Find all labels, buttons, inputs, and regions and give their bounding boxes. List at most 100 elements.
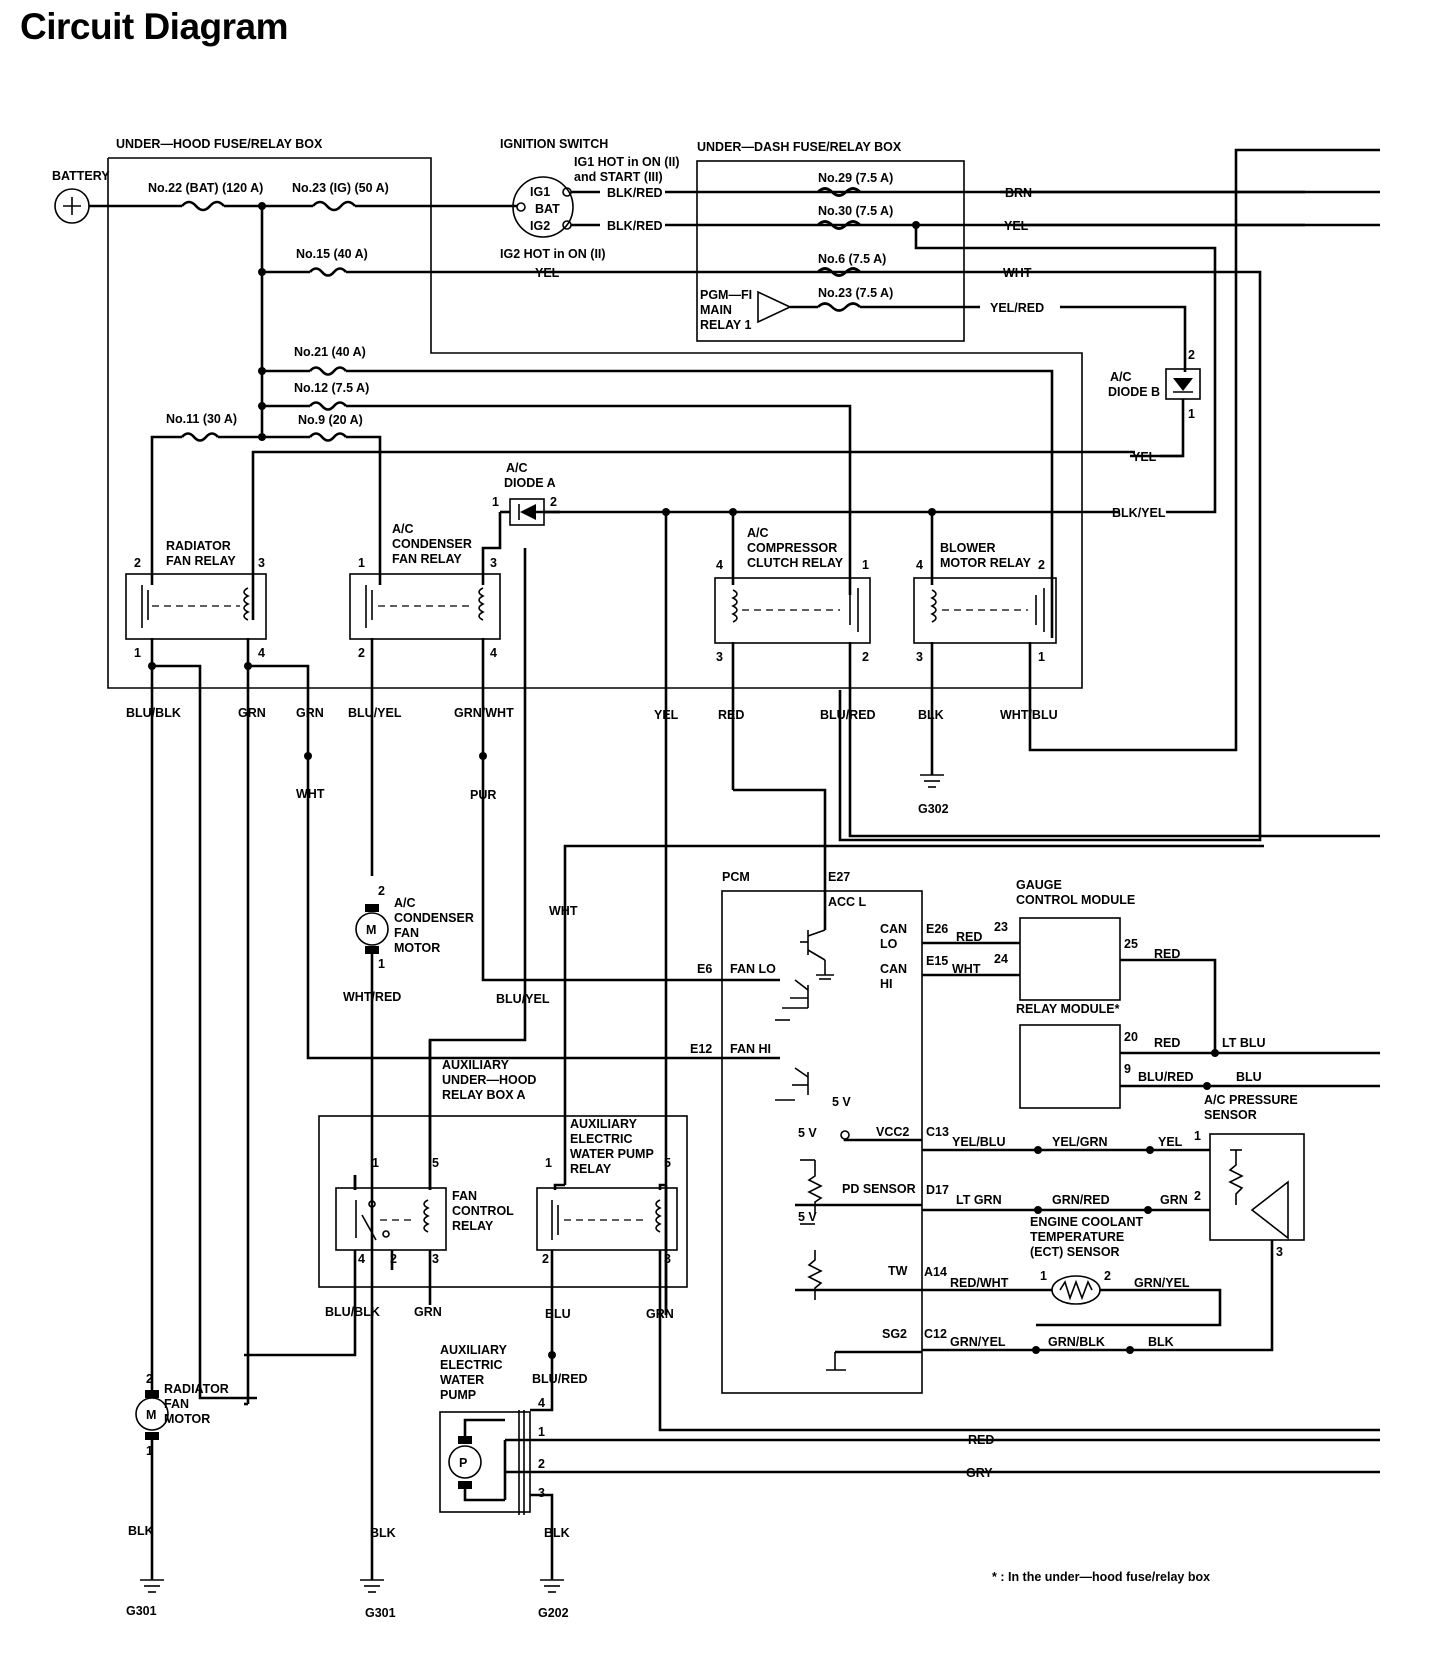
term-a14: A14: [924, 1265, 947, 1279]
ground-g301-a: G301: [126, 1604, 157, 1618]
label-diode-a-2: DIODE A: [504, 476, 556, 490]
label-cond-relay-3: FAN RELAY: [392, 552, 462, 566]
wire-wht-top: WHT: [1003, 266, 1032, 280]
label-5v-c: 5 V: [798, 1210, 817, 1224]
label-fcr-1: FAN: [452, 1189, 477, 1203]
label-acps-2: SENSOR: [1204, 1108, 1257, 1122]
term-awr-1: 1: [545, 1156, 552, 1170]
label-rad-motor-3: MOTOR: [164, 1412, 210, 1426]
term-comp-3: 3: [716, 650, 723, 664]
ac-condenser-fan-motor-symbol: [355, 904, 389, 1475]
label-pump-3: WATER: [440, 1373, 484, 1387]
label-awr-1: AUXILIARY: [570, 1117, 638, 1131]
under-dash-fuse-box-outline: [696, 160, 965, 342]
label-ect-2: TEMPERATURE: [1030, 1230, 1124, 1244]
label-fuse-11: No.11 (30 A): [166, 412, 237, 426]
can-bus-wiring: [922, 941, 1380, 1090]
label-comp-relay-3: CLUTCH RELAY: [747, 556, 844, 570]
wire-red-25: RED: [1154, 947, 1180, 961]
label-ig2: IG2: [530, 219, 550, 233]
label-diode-b-2: DIODE B: [1108, 385, 1160, 399]
radiator-fan-motor-symbol: [135, 1390, 169, 1580]
wire-blk-g301b: BLK: [370, 1526, 396, 1540]
relay-module-outline: [1019, 1024, 1121, 1109]
wire-gry: GRY: [966, 1466, 993, 1480]
term-fcr-3: 3: [432, 1252, 439, 1266]
pcm-outline: [721, 890, 923, 1394]
wire-wht-mid: WHT: [296, 787, 325, 801]
label-fuse-22: No.22 (BAT) (120 A): [148, 181, 263, 195]
wire-blk-red-1: BLK/RED: [607, 186, 663, 200]
wire-grn-wht: GRN/WHT: [454, 706, 514, 720]
term-awr-3: 3: [664, 1252, 671, 1266]
label-fan-hi: FAN HI: [730, 1042, 771, 1056]
label-gauge-2: CONTROL MODULE: [1016, 893, 1135, 907]
term-acps-1: 1: [1194, 1129, 1201, 1143]
term-fcr-2: 2: [390, 1252, 397, 1266]
term-comp-4: 4: [716, 558, 723, 572]
wire-blk-sg2: BLK: [1148, 1335, 1174, 1349]
wire-yel-blu: YEL/BLU: [952, 1135, 1005, 1149]
term-e6: E6: [697, 962, 712, 976]
under-hood-fuse-box-outline: [107, 157, 1083, 689]
term-cond-4: 4: [490, 646, 497, 660]
label-cond-relay-2: CONDENSER: [392, 537, 472, 551]
label-pgm-1: PGM—FI: [700, 288, 752, 302]
label-pump-p: P: [459, 1456, 467, 1470]
label-diode-a-1: A/C: [506, 461, 528, 475]
term-25: 25: [1124, 937, 1138, 951]
wire-grn-1: GRN: [238, 706, 266, 720]
blk-yel-bus: [530, 508, 1120, 1315]
label-motor-m2: M: [146, 1408, 156, 1422]
label-fuse-23d: No.23 (7.5 A): [818, 286, 893, 300]
term-pump-4: 4: [538, 1396, 545, 1410]
label-comp-relay-2: COMPRESSOR: [747, 541, 837, 555]
term-e26: E26: [926, 922, 948, 936]
ac-pressure-sensor-symbol: [1228, 1149, 1289, 1240]
pgm-fi-relay-symbol: [757, 290, 1187, 372]
label-awr-3: WATER PUMP: [570, 1147, 654, 1161]
term-ect-1: 1: [1040, 1269, 1047, 1283]
sensor-wiring: [922, 1146, 1274, 1354]
term-condmot-1: 1: [378, 957, 385, 971]
fan-control-relay-symbol: [244, 1175, 447, 1357]
label-fcr-2: CONTROL: [452, 1204, 514, 1218]
label-fuse-9: No.9 (20 A): [298, 413, 363, 427]
term-pump-1: 1: [538, 1425, 545, 1439]
wire-lt-grn: LT GRN: [956, 1193, 1002, 1207]
wire-red-mid: RED: [718, 708, 744, 722]
label-tw: TW: [888, 1264, 908, 1278]
term-blow-3: 3: [916, 650, 923, 664]
aux-pump-symbol: [439, 1395, 1380, 1580]
label-diode-b-1: A/C: [1110, 370, 1132, 384]
wire-yel-ig2: YEL: [535, 266, 560, 280]
wire-grn-yel-ect: GRN/YEL: [1134, 1276, 1190, 1290]
wire-blu-yel-2: BLU/YEL: [496, 992, 550, 1006]
term-awr-2: 2: [542, 1252, 549, 1266]
label-cond-motor-2: CONDENSER: [394, 911, 474, 925]
label-aux-box-1: AUXILIARY: [442, 1058, 510, 1072]
term-20: 20: [1124, 1030, 1138, 1044]
term-d17: D17: [926, 1183, 949, 1197]
label-pump-4: PUMP: [440, 1388, 476, 1402]
wire-red-20: RED: [1154, 1036, 1180, 1050]
label-cond-motor-4: MOTOR: [394, 941, 440, 955]
wire-blu-red-mid: BLU/RED: [820, 708, 876, 722]
wire-red-e26: RED: [956, 930, 982, 944]
term-blow-4: 4: [916, 558, 923, 572]
label-pd-sensor: PD SENSOR: [842, 1182, 916, 1196]
label-5v-b: 5 V: [798, 1126, 817, 1140]
wire-blu-aux: BLU: [545, 1307, 571, 1321]
label-cond-relay-1: A/C: [392, 522, 414, 536]
term-cond-2: 2: [358, 646, 365, 660]
label-footnote: * : In the under—hood fuse/relay box: [992, 1570, 1210, 1584]
wire-brn: BRN: [1005, 186, 1032, 200]
relay-output-wiring: [148, 662, 1380, 1406]
term-comp-1: 1: [862, 558, 869, 572]
term-ect-2: 2: [1104, 1269, 1111, 1283]
ground-g301-b: G301: [365, 1606, 396, 1620]
wire-red-wht: RED/WHT: [950, 1276, 1009, 1290]
label-battery: BATTERY: [52, 169, 110, 183]
wire-color-labels: BLK/RED BLK/RED YEL BRN YEL WHT YEL/RED …: [126, 186, 1266, 1540]
